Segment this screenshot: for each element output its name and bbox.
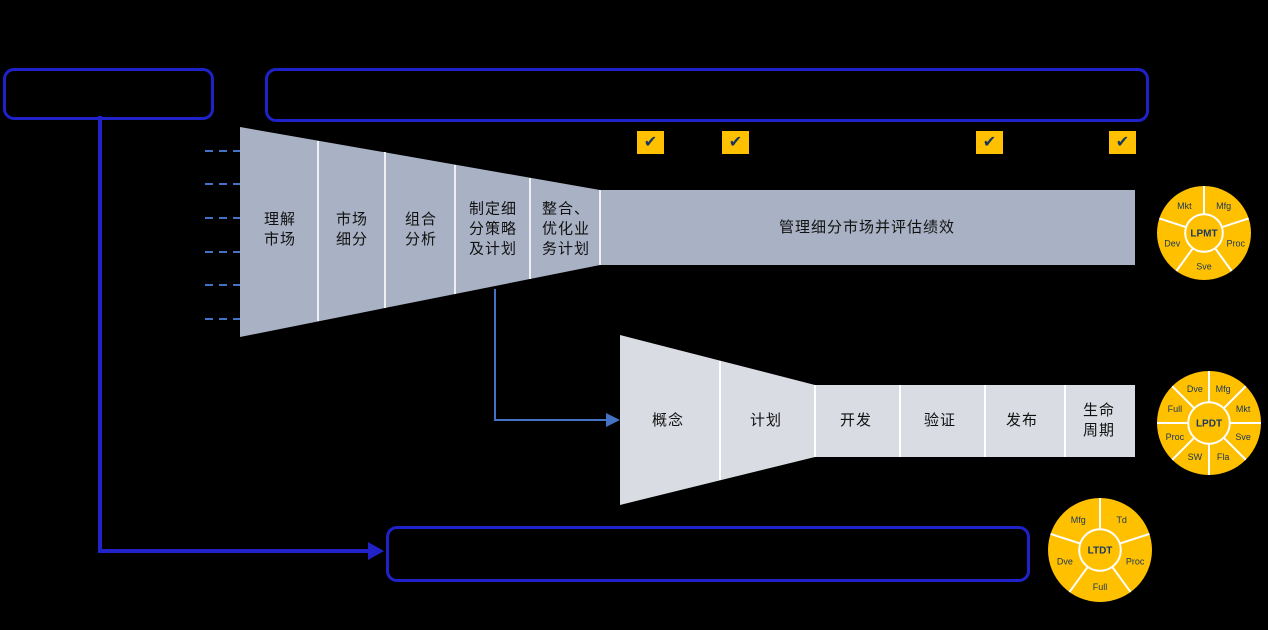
wheel-sector-label: Full bbox=[1093, 582, 1108, 592]
market-funnel-segment-label: 市场 细分 bbox=[335, 211, 369, 248]
wheel-sector-label: Dev bbox=[1164, 238, 1181, 248]
market-funnel-bar-label: 管理细分市场并评估绩效 bbox=[778, 219, 956, 237]
check-icon: ✔ bbox=[1115, 133, 1130, 151]
wheel-center-label: LTDT bbox=[1088, 546, 1113, 557]
outlined-box-bottom bbox=[386, 526, 1030, 582]
wheel-sector-label: Mkt bbox=[1236, 404, 1251, 414]
wheel-sector-label: Proc bbox=[1126, 556, 1145, 566]
wheel-sector-divider bbox=[1171, 385, 1195, 409]
wheel-sector-label: Td bbox=[1116, 515, 1127, 525]
wheel-hub bbox=[1078, 528, 1122, 572]
market-funnel-dividers bbox=[317, 141, 601, 321]
wheel-sector-divider bbox=[1050, 532, 1081, 545]
wheel-sector-label: Proc bbox=[1226, 238, 1245, 248]
product-funnel-segment-label: 生命 周期 bbox=[1082, 402, 1116, 439]
wheel-sector-divider bbox=[1171, 437, 1195, 461]
product-funnel-shape bbox=[620, 335, 1135, 505]
wheel-center-label: LPDT bbox=[1196, 419, 1222, 430]
wheel-sector-label: Sve bbox=[1196, 261, 1212, 271]
product-funnel-dividers bbox=[719, 361, 1066, 480]
wheel-sector-label: Mkt bbox=[1177, 201, 1192, 211]
check-badge: ✔ bbox=[976, 131, 1003, 154]
market-funnel-segment-label: 整合、 优化业 务计划 bbox=[541, 200, 591, 257]
wheel-sector-divider bbox=[1158, 217, 1187, 229]
wheel-sector-divider bbox=[1221, 217, 1250, 229]
wheel-sector-label: Sve bbox=[1235, 432, 1251, 442]
wheel-sector-label: Mfg bbox=[1071, 515, 1086, 525]
wheel-sector-divider bbox=[1223, 385, 1247, 409]
market-funnel-segment-label: 理解 市场 bbox=[263, 211, 297, 248]
market-management-funnel bbox=[240, 127, 1135, 337]
product-funnel-segment-label: 开发 bbox=[839, 412, 873, 430]
wheel-sector-divider bbox=[1175, 247, 1194, 272]
wheel-sector-label: SW bbox=[1188, 452, 1203, 462]
check-icon: ✔ bbox=[643, 133, 658, 151]
wheel-sector-label: Dve bbox=[1057, 556, 1073, 566]
outlined-box-top-left bbox=[3, 68, 214, 120]
wheel-sector-label: Mfg bbox=[1216, 201, 1231, 211]
wheel-sector-divider bbox=[1111, 566, 1132, 593]
market-funnel-segment-label: 制定细 分策略 及计划 bbox=[468, 200, 518, 257]
product-funnel-segment-label: 概念 bbox=[651, 412, 685, 430]
product-funnel-segment-label: 计划 bbox=[749, 412, 783, 430]
product-development-funnel bbox=[620, 335, 1135, 505]
wheel-sector-label: Dve bbox=[1187, 384, 1203, 394]
wheel-sector-divider bbox=[1068, 566, 1089, 593]
market-funnel-segment-label: 组合 分析 bbox=[404, 211, 438, 248]
wheel-hub bbox=[1187, 401, 1231, 445]
wheel-sector-label: Mfg bbox=[1216, 384, 1231, 394]
check-badge: ✔ bbox=[722, 131, 749, 154]
wheel-sector-divider bbox=[1214, 247, 1233, 272]
market-funnel-shape bbox=[240, 127, 1135, 337]
check-icon: ✔ bbox=[728, 133, 743, 151]
strategy-to-product-arrowhead bbox=[606, 413, 620, 427]
wheel-sector-label: Full bbox=[1168, 404, 1183, 414]
dashed-input-lines bbox=[205, 150, 242, 320]
check-icon: ✔ bbox=[982, 133, 997, 151]
check-badge: ✔ bbox=[1109, 131, 1136, 154]
product-funnel-segment-label: 验证 bbox=[923, 412, 957, 430]
wheel-sector-divider bbox=[1119, 532, 1150, 545]
wheel-hub bbox=[1184, 213, 1224, 253]
product-funnel-segment-label: 发布 bbox=[1005, 412, 1039, 430]
check-badge: ✔ bbox=[637, 131, 664, 154]
wheel-sector-label: Fla bbox=[1217, 452, 1230, 462]
wheel-sector-divider bbox=[1223, 437, 1247, 461]
wheel-sector-label: Proc bbox=[1166, 432, 1185, 442]
left-elbow-arrowhead bbox=[368, 542, 384, 560]
outlined-box-top-center bbox=[265, 68, 1149, 122]
wheel-center-label: LPMT bbox=[1190, 229, 1217, 240]
